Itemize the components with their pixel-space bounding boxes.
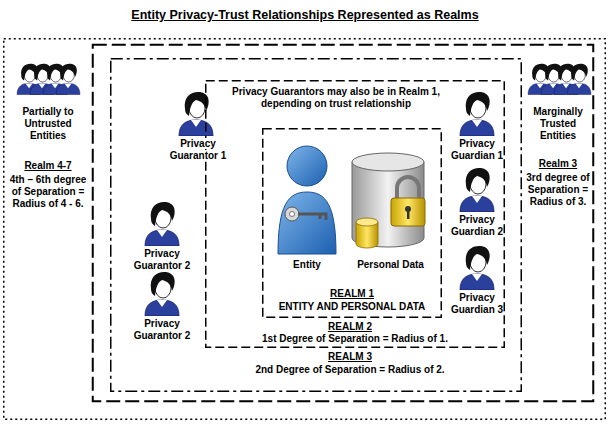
realm-heading: REALM 3 [250, 351, 450, 363]
icon-label: Personal Data [343, 259, 438, 271]
guarantor-icon [145, 202, 179, 246]
icon-label: Entity [272, 259, 342, 271]
guardian-icon [460, 168, 494, 212]
realm-text: Privacy Guarantors may also be in Realm … [220, 86, 452, 110]
title: Entity Privacy-Trust Relationships Repre… [20, 8, 590, 23]
label-text: Privacy Guardian 2 [451, 214, 503, 237]
guarantor-label: Privacy Guarantor 2 [128, 318, 196, 342]
label-text: Entity [293, 259, 321, 270]
realm-heading: Realm 4-7 [6, 160, 90, 172]
label-text: Privacy Guardian 1 [451, 138, 503, 161]
guardian-icon [460, 246, 494, 290]
realm-text: 2nd Degree of Separation = Radius of 2. [180, 364, 520, 376]
realm-text: Marginally Trusted Entities [524, 106, 592, 142]
realm-outer: Partially to Untrusted EntitiesRealm 4-7… [3, 38, 606, 420]
guardian-label: Privacy Guardian 1 [443, 138, 511, 162]
realm-heading: Realm 3 [524, 158, 592, 170]
people-group [528, 64, 591, 95]
label-text: Privacy Guardian 3 [451, 292, 503, 315]
realm-heading: REALM 2 [300, 321, 400, 333]
label-text: Personal Data [357, 259, 424, 270]
guarantor-icon [179, 92, 213, 136]
guarantor-label: Privacy Guarantor 2 [128, 248, 196, 272]
label-text: Privacy Guarantor 1 [170, 138, 227, 161]
realm-text: 1st Degree of Separation = Radius of 1. [215, 333, 495, 345]
guardian-label: Privacy Guardian 2 [443, 214, 511, 238]
guarantor-label: Privacy Guarantor 1 [164, 138, 232, 162]
entity-icon [278, 146, 336, 254]
label-text: Privacy Guarantor 2 [134, 248, 191, 271]
people-group [17, 64, 80, 95]
realm-core: REALM 1ENTITY AND PERSONAL DATA [262, 128, 442, 318]
realm-text: 4th – 6th degree of Separation = Radius … [6, 174, 90, 210]
realm-text: 3rd degree of Separation = Radius of 3. [524, 172, 592, 208]
label-text: Privacy Guarantor 2 [134, 318, 191, 341]
guarantor-icon [145, 272, 179, 316]
realm-heading: REALM 1 [302, 288, 402, 300]
guardian-icon [460, 92, 494, 136]
realm-second: REALM 32nd Degree of Separation = Radius… [110, 58, 522, 392]
realm-marginal: Marginally Trusted EntitiesRealm 3 3rd de… [92, 44, 594, 402]
guardian-label: Privacy Guardian 3 [443, 292, 511, 316]
realm-text: ENTITY AND PERSONAL DATA [265, 301, 439, 313]
database-icon [352, 153, 425, 248]
realm-text: Partially to Untrusted Entities [6, 106, 90, 142]
